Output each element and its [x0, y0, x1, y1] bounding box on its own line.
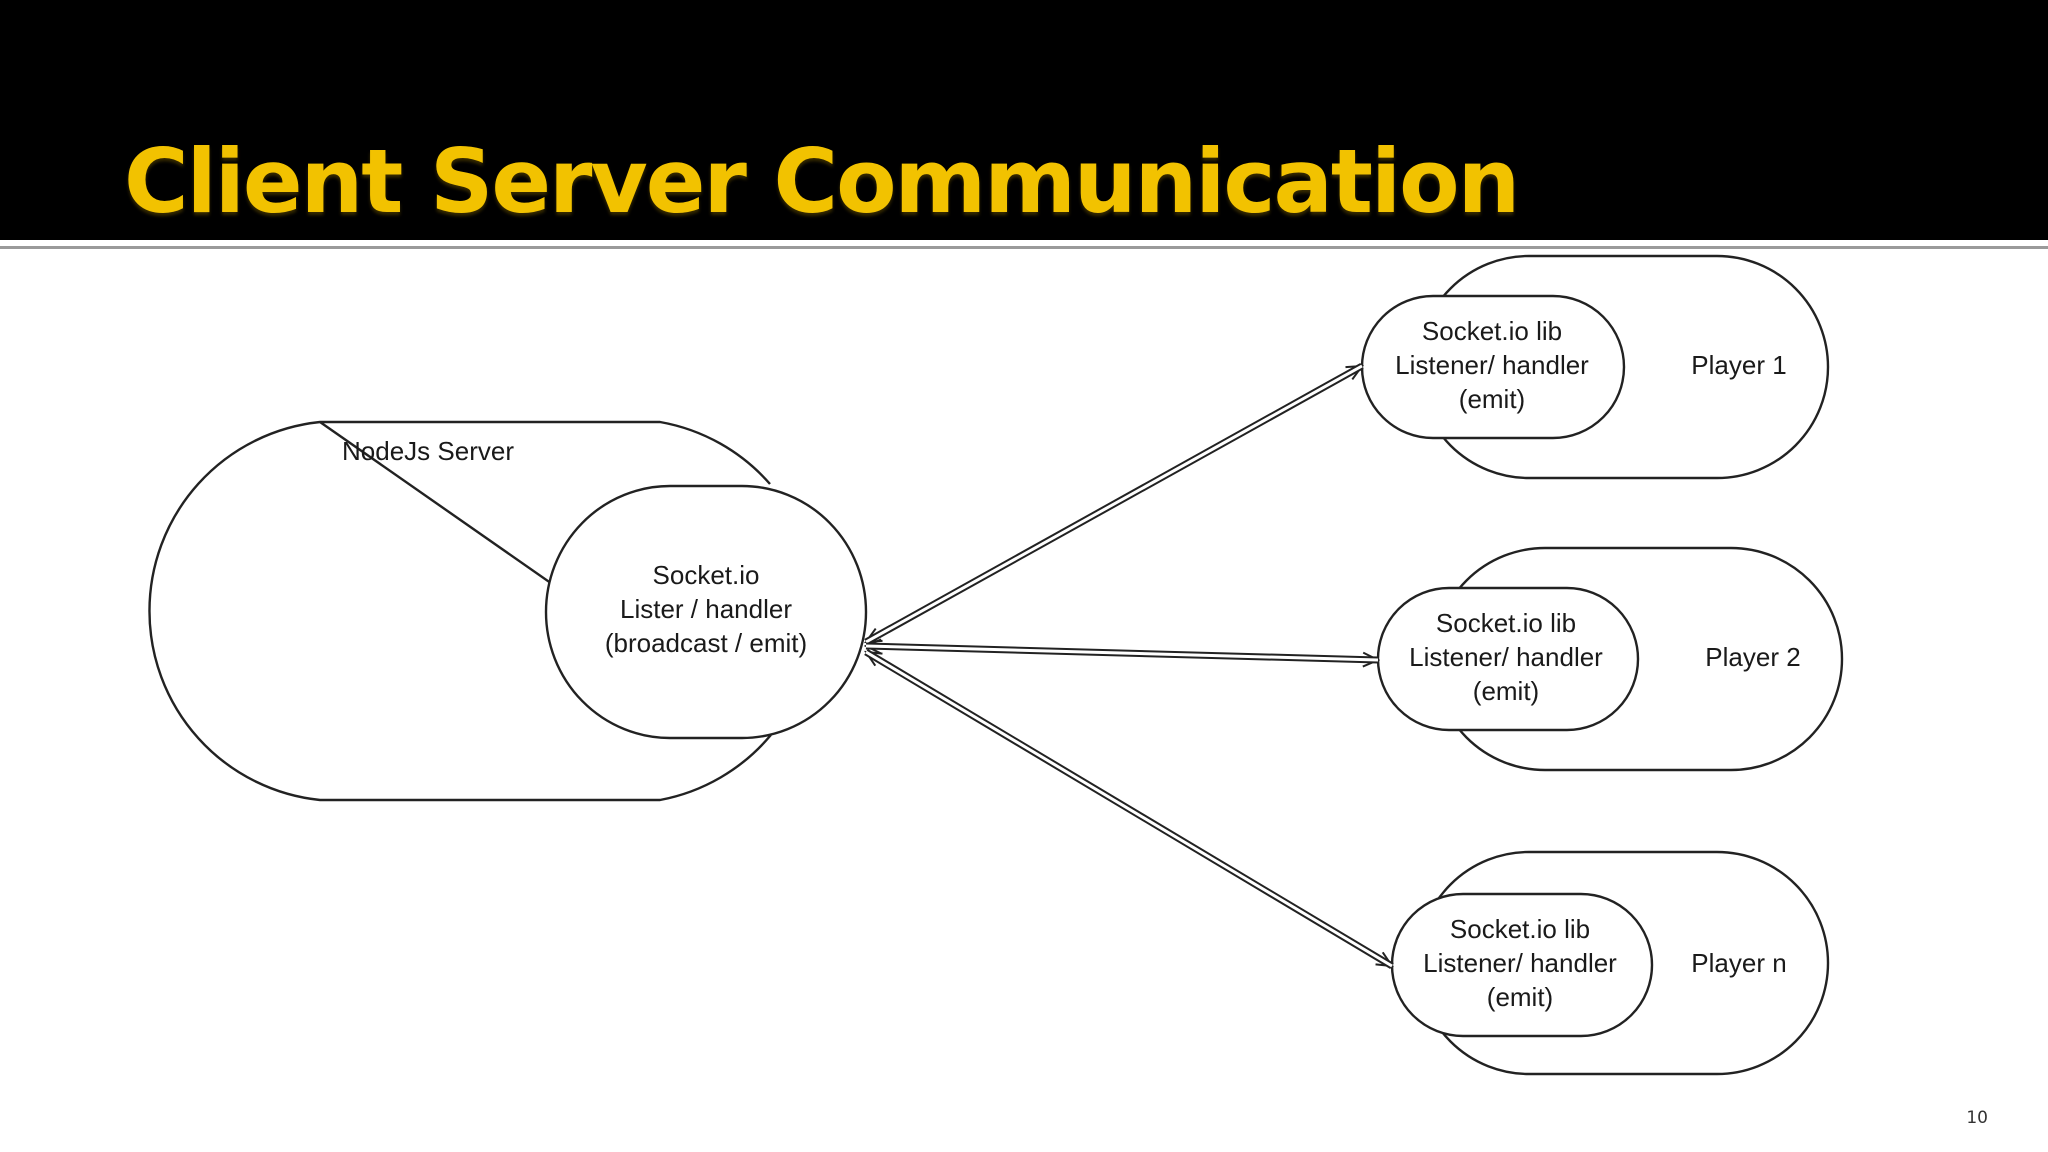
- slide-title: Client Server Communication: [124, 130, 1520, 233]
- server-outer-shape: [148, 420, 772, 802]
- player-1-label: Player 1: [1691, 350, 1786, 380]
- server-socket-line-1: Socket.io: [653, 560, 760, 590]
- player-n-socket-line-3: (emit): [1487, 982, 1553, 1012]
- player-n-node: Socket.io lib Listener/ handler (emit) P…: [1390, 850, 1830, 1076]
- player-1-node: Socket.io lib Listener/ handler (emit) P…: [1360, 254, 1830, 480]
- title-divider: [0, 246, 2048, 249]
- player-n-label: Player n: [1691, 948, 1786, 978]
- player-1-socket-line-3: (emit): [1459, 384, 1525, 414]
- connector-player-2: [866, 646, 1378, 660]
- server-node: NodeJs Server Socket.io Lister / handler…: [148, 420, 868, 802]
- player-2-socket-line-2: Listener/ handler: [1409, 642, 1603, 672]
- player-2-socket-line-3: (emit): [1473, 676, 1539, 706]
- player-n-socket-line-1: Socket.io lib: [1450, 914, 1590, 944]
- server-socket-line-2: Lister / handler: [620, 594, 792, 624]
- player-n-socket-line-2: Listener/ handler: [1423, 948, 1617, 978]
- player-2-socket-line-1: Socket.io lib: [1436, 608, 1576, 638]
- connector-player-n: [866, 648, 1392, 970]
- server-label: NodeJs Server: [342, 436, 514, 466]
- player-1-socket-line-2: Listener/ handler: [1395, 350, 1589, 380]
- page-number: 10: [1966, 1108, 1988, 1128]
- player-2-node: Socket.io lib Listener/ handler (emit) P…: [1376, 546, 1844, 772]
- player-1-socket-line-1: Socket.io lib: [1422, 316, 1562, 346]
- server-socket-line-3: (broadcast / emit): [605, 628, 807, 658]
- player-2-label: Player 2: [1705, 642, 1800, 672]
- connector-player-1: [866, 362, 1362, 646]
- title-bar: Client Server Communication: [0, 0, 2048, 240]
